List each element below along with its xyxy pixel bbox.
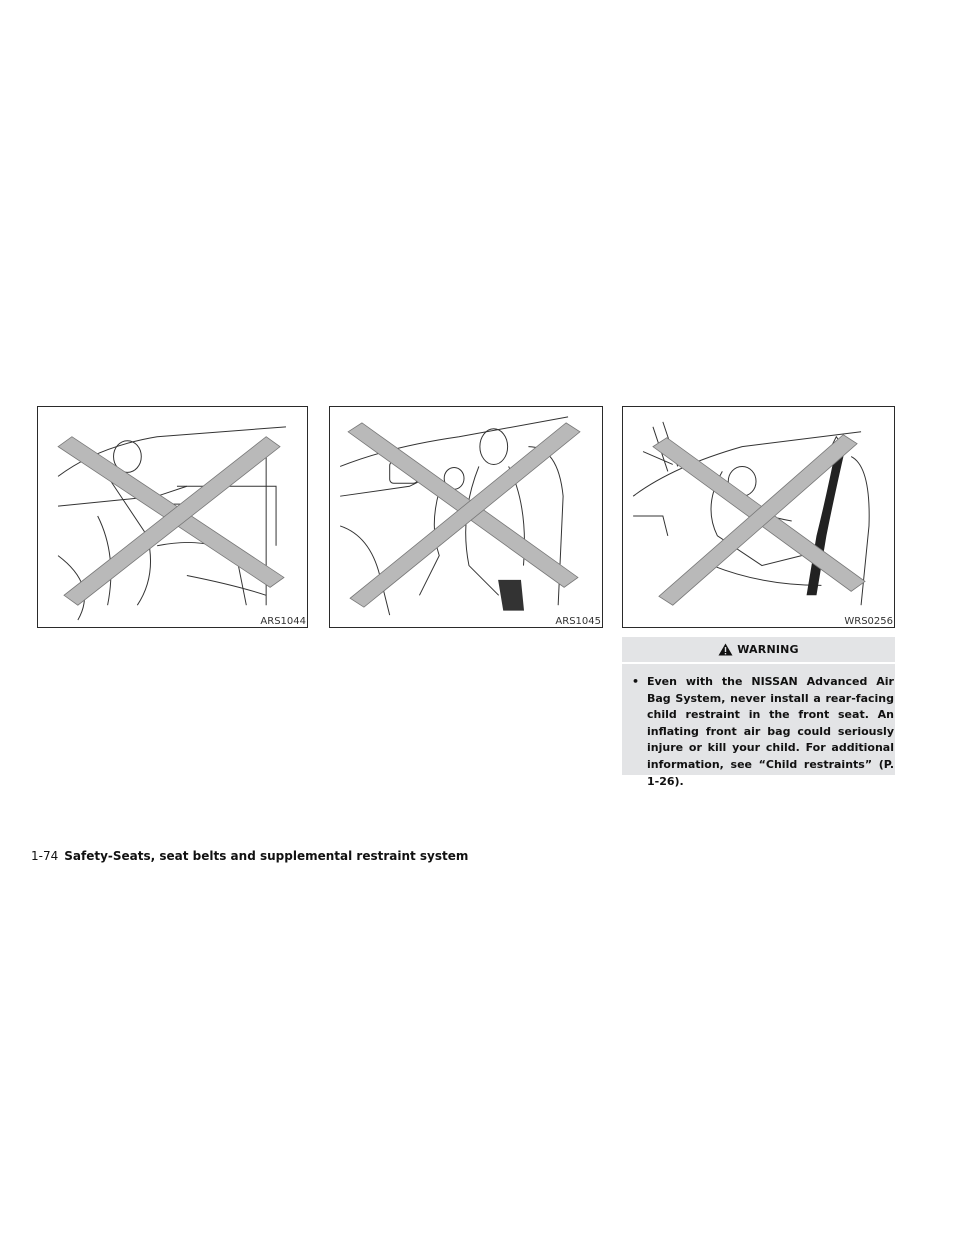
figure-ars1044: ARS1044 [37, 406, 308, 628]
figure-code: WRS0256 [842, 616, 893, 627]
child-standing-near-airbag-crossed-out-illustration [339, 416, 581, 616]
figure-wrs0256: WRS0256 [622, 406, 895, 628]
figure-code: ARS1045 [553, 616, 601, 627]
figure-ars1045: ARS1045 [329, 406, 603, 628]
figure-code: ARS1044 [258, 616, 306, 627]
child-in-lap-crossed-out-illustration [57, 426, 287, 621]
page-number: 1-74 [31, 849, 59, 863]
warning-list-item: • Even with the NISSAN Advanced Air Bag … [632, 674, 894, 790]
warning-divider [622, 662, 895, 664]
bullet: • [632, 675, 640, 688]
warning-text: Even with the NISSAN Advanced Air Bag Sy… [647, 675, 894, 788]
warning-title: WARNING [737, 642, 799, 656]
section-title: Safety-Seats, seat belts and supplementa… [64, 849, 469, 863]
warning-header: WARNING [622, 639, 895, 659]
page-footer: 1-74 Safety-Seats, seat belts and supplem… [31, 849, 468, 865]
warning-triangle-icon [718, 643, 733, 655]
rear-facing-child-restraint-front-seat-crossed-out-illustration [632, 421, 870, 606]
warning-box: WARNING • Even with the NISSAN Advanced … [622, 637, 895, 788]
